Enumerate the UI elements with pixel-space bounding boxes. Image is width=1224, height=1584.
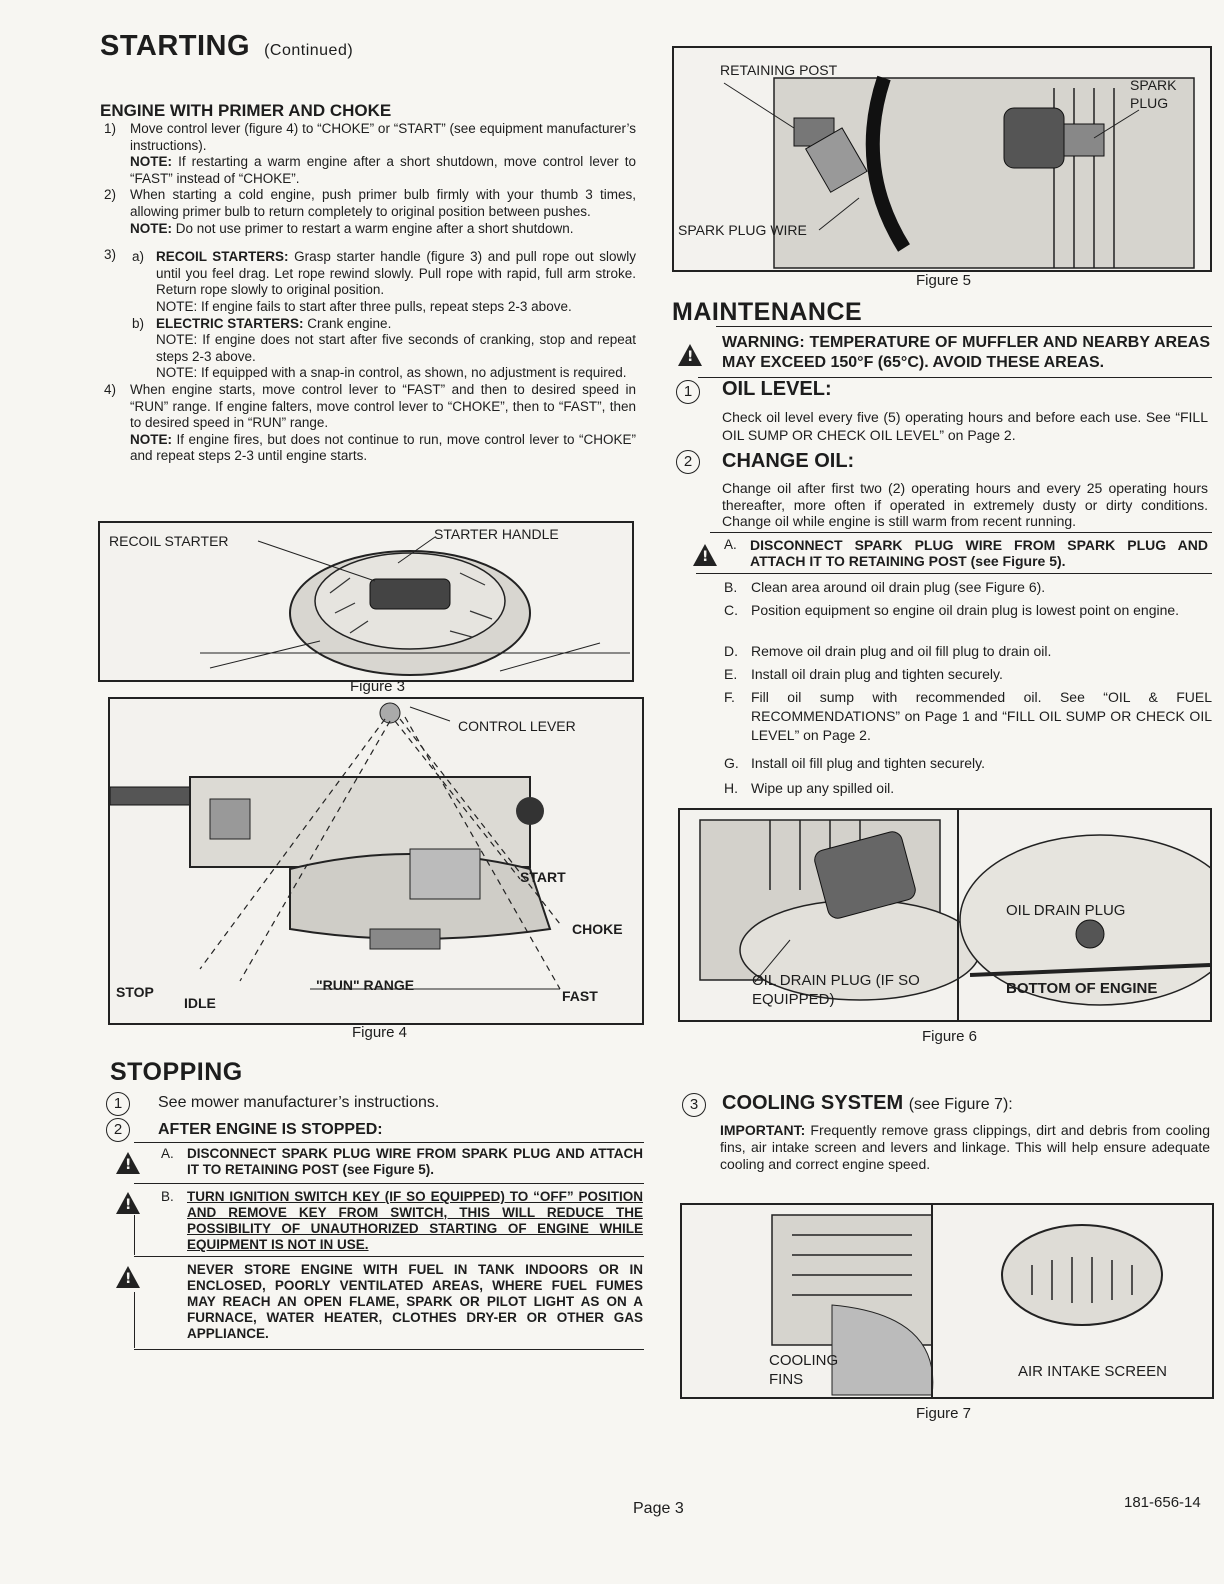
warning-a-letter: A. (161, 1146, 174, 1161)
cooling-title: COOLING SYSTEM (722, 1092, 904, 1114)
warning-c-text: NEVER STORE ENGINE WITH FUEL IN TANK IND… (187, 1262, 643, 1341)
figure-5-drawing (723, 75, 1195, 269)
divider (134, 1292, 135, 1348)
warning-icon (116, 1192, 140, 1214)
figure-4-caption: Figure 4 (352, 1024, 408, 1041)
label-retaining-post: RETAINING POST (720, 62, 838, 78)
figure-7-caption: Figure 7 (916, 1405, 972, 1422)
figure-6-oil-drain: OIL DRAIN PLUG (IF SO EQUIPPED) OIL DRAI… (678, 808, 1212, 1022)
divider (134, 1256, 644, 1257)
label-control-lever: CONTROL LEVER (458, 718, 576, 734)
warning-icon (693, 544, 717, 566)
figure-4-control-lever: CONTROL LEVER START CHOKE STOP IDLE "RUN… (108, 697, 644, 1025)
label-run-range: "RUN" RANGE (316, 977, 415, 993)
divider (134, 1215, 135, 1255)
maintenance-warning: WARNING: TEMPERATURE OF MUFFLER AND NEAR… (722, 334, 1210, 371)
continued-label: (Continued) (264, 42, 354, 59)
divider (698, 377, 1212, 378)
cooling-important: IMPORTANT: Frequently remove grass clipp… (720, 1122, 1210, 1172)
figure-3-drawing (200, 536, 630, 676)
starting-steps: 1) Move control lever (figure 4) to “CHO… (100, 121, 636, 465)
step-e: E.Install oil drain plug and tighten sec… (724, 666, 1003, 682)
divider (710, 532, 1212, 533)
figure-3-caption: Figure 3 (350, 678, 406, 695)
figure-7-cooling: COOLING FINS AIR INTAKE SCREEN (680, 1203, 1214, 1399)
label-spark-plug: SPARK PLUG (1130, 77, 1177, 111)
step-3a: a) RECOIL STARTERS: Grasp starter handle… (132, 249, 636, 314)
figure-6-caption: Figure 6 (922, 1028, 978, 1045)
step-4: 4) When engine starts, move control leve… (104, 381, 636, 464)
section-title-maintenance: MAINTENANCE (672, 298, 863, 326)
stopping-item-1-marker: 1 (106, 1092, 130, 1116)
page-number: Page 3 (633, 1500, 684, 1517)
label-cooling-fins: COOLING FINS (769, 1352, 839, 1388)
stopping-item-2: AFTER ENGINE IS STOPPED: (158, 1121, 383, 1138)
step-a-text: DISCONNECT SPARK PLUG WIRE FROM SPARK PL… (750, 537, 1208, 569)
left-column: STARTING(Continued) ENGINE WITH PRIMER A… (100, 30, 648, 465)
change-oil-title: CHANGE OIL: (722, 450, 855, 472)
oil-level-title: OIL LEVEL: (722, 378, 832, 400)
figure-3-recoil-starter: RECOIL STARTER STARTER HANDLE (98, 521, 634, 682)
label-spark-plug-wire: SPARK PLUG WIRE (678, 222, 807, 238)
stopping-item-2-marker: 2 (106, 1118, 130, 1142)
step-d: D.Remove oil drain plug and oil fill plu… (724, 643, 1052, 659)
warning-a-text: DISCONNECT SPARK PLUG WIRE FROM SPARK PL… (187, 1146, 643, 1177)
label-oil-drain-plug: OIL DRAIN PLUG (1006, 902, 1126, 919)
step-a-letter: A. (724, 537, 737, 552)
figure-4-drawing (110, 702, 561, 990)
step-3: 3) (104, 247, 117, 263)
cooling-title-ref: (see Figure 7): (908, 1096, 1013, 1113)
section-title-starting: STARTING(Continued) (100, 30, 354, 62)
step-c: C.Position equipment so engine oil drain… (724, 602, 1180, 618)
document-number: 181-656-14 (1124, 1494, 1201, 1511)
change-oil-text: Change oil after first two (2) operating… (722, 480, 1208, 529)
figure-7-drawing (771, 1205, 1163, 1397)
oil-level-text: Check oil level every five (5) operating… (722, 409, 1208, 443)
label-starter-handle: STARTER HANDLE (434, 526, 559, 542)
step-g: G.Install oil fill plug and tighten secu… (724, 755, 985, 771)
label-fast: FAST (562, 988, 598, 1004)
cooling-marker: 3 (682, 1093, 706, 1117)
change-oil-marker: 2 (676, 450, 700, 474)
step-f: F.Fill oil sump with recommended oil. Se… (724, 689, 1212, 743)
divider (134, 1183, 644, 1184)
divider (696, 573, 1212, 574)
figure-5-spark-plug: RETAINING POST SPARK PLUG SPARK PLUG WIR… (672, 46, 1212, 272)
divider (134, 1142, 644, 1143)
cooling-heading: COOLING SYSTEM (see Figure 7): (722, 1092, 1013, 1115)
oil-change-steps: B.Clean area around oil drain plug (see … (724, 578, 1212, 802)
warning-icon (116, 1152, 140, 1174)
label-choke: CHOKE (572, 921, 623, 937)
label-start: START (520, 869, 566, 885)
label-idle: IDLE (184, 995, 216, 1011)
warning-icon (678, 344, 702, 366)
label-recoil-starter: RECOIL STARTER (109, 533, 229, 549)
section-title-stopping: STOPPING (110, 1058, 243, 1086)
warning-icon (116, 1266, 140, 1288)
figure-6-drawing (699, 810, 1210, 1020)
subhead-primer-choke: ENGINE WITH PRIMER AND CHOKE (100, 101, 392, 120)
label-air-intake-screen: AIR INTAKE SCREEN (1018, 1363, 1167, 1380)
stopping-item-1: See mower manufacturer’s instructions. (158, 1094, 440, 1111)
warning-b-text: TURN IGNITION SWITCH KEY (IF SO EQUIPPED… (187, 1189, 643, 1252)
label-stop: STOP (116, 984, 154, 1000)
step-h: H.Wipe up any spilled oil. (724, 780, 895, 796)
figure-5-caption: Figure 5 (916, 272, 972, 289)
oil-level-marker: 1 (676, 380, 700, 404)
divider (716, 326, 1212, 327)
label-bottom-of-engine: BOTTOM OF ENGINE (1006, 980, 1158, 997)
label-oil-drain-plug-if-equipped: OIL DRAIN PLUG (IF SO EQUIPPED) (752, 972, 920, 1008)
step-3b: b) ELECTRIC STARTERS: Crank engine. NOTE… (132, 315, 636, 381)
step-1: 1) Move control lever (figure 4) to “CHO… (104, 121, 636, 186)
step-2: 2) When starting a cold engine, push pri… (104, 187, 636, 236)
divider (134, 1349, 644, 1350)
step-b: B.Clean area around oil drain plug (see … (724, 579, 1046, 595)
warning-b-letter: B. (161, 1189, 174, 1204)
